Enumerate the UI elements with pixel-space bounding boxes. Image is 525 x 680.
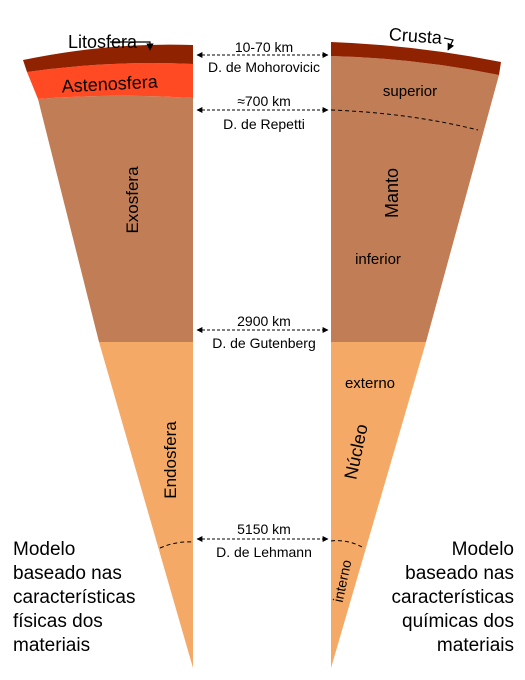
lehmann-line-right — [330, 540, 365, 549]
crusta-label: Crusta — [388, 24, 443, 48]
crusta-layer — [331, 42, 501, 75]
lehmann-name: D. de Lehmann — [216, 544, 312, 560]
litosfera-label: Litosfera — [68, 32, 138, 52]
physical-model-line: físicas dos — [13, 611, 103, 632]
manto-inferior-label: inferior — [355, 251, 401, 268]
chemical-model-line: Modelo — [451, 539, 514, 560]
lehmann-line-left — [159, 541, 194, 549]
litosfera-callout-arrow — [110, 41, 154, 51]
physical-model-line: materiais — [13, 635, 91, 656]
lehmann-depth: 5150 km — [237, 521, 291, 537]
nucleo-externo-label: externo — [345, 375, 395, 392]
gutenberg-depth: 2900 km — [237, 313, 291, 329]
chemical-model-caption: Modelo baseado nas características quími… — [392, 538, 514, 658]
gutenberg-boundary: 2900 km D. de Gutenberg — [196, 313, 329, 351]
right-wedge — [330, 42, 501, 668]
repetti-name: D. de Repetti — [223, 116, 305, 132]
gutenberg-name: D. de Gutenberg — [212, 335, 316, 351]
exosfera-layer — [38, 95, 193, 343]
manto-layer — [331, 56, 499, 342]
repetti-line — [330, 109, 479, 131]
repetti-depth: ≈700 km — [237, 93, 291, 109]
chemical-model-line: baseado nas — [405, 563, 514, 584]
astenosfera-layer — [27, 63, 193, 99]
exosfera-label: Exosfera — [123, 166, 142, 234]
physical-model-line: baseado nas — [13, 563, 122, 584]
litosfera-layer — [23, 44, 193, 72]
mohorovicic-boundary: 10-70 km D. de Mohorovicic — [196, 39, 329, 75]
crusta-callout-arrow — [443, 37, 455, 51]
repetti-boundary: ≈700 km D. de Repetti — [196, 93, 329, 132]
endosfera-layer — [99, 342, 193, 668]
mohorovicic-depth: 10-70 km — [235, 39, 293, 55]
chemical-model-line: características — [391, 587, 514, 608]
left-wedge — [23, 44, 194, 668]
physical-model-caption: Modelo baseado nas características físic… — [13, 538, 135, 658]
endosfera-label: Endosfera — [161, 421, 180, 499]
physical-model-line: características — [13, 587, 136, 608]
nucleo-layer — [331, 342, 426, 668]
chemical-model-line: materiais — [436, 635, 514, 656]
mohorovicic-name: D. de Mohorovicic — [208, 59, 320, 75]
manto-label: Manto — [382, 168, 402, 218]
chemical-model-line: químicas dos — [402, 611, 514, 632]
physical-model-line: Modelo — [13, 539, 76, 560]
lehmann-boundary: 5150 km D. de Lehmann — [196, 521, 329, 560]
manto-superior-label: superior — [383, 83, 437, 100]
